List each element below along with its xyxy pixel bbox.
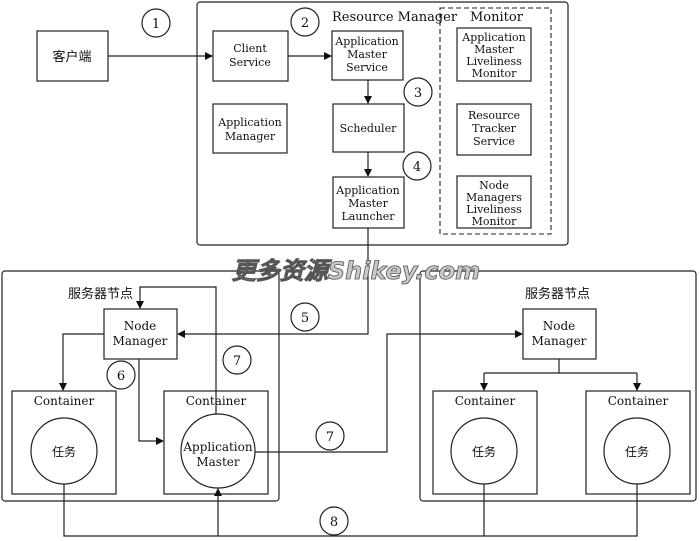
- nm-liveliness-label-3: Liveliness: [466, 203, 522, 216]
- application-manager-box: [212, 103, 288, 154]
- right-task-a-label: 任务: [472, 444, 496, 459]
- arrow-app-master-to-right-node-manager: [255, 330, 523, 453]
- am-launcher-label-3: Launcher: [341, 210, 395, 223]
- right-node-manager-label-1: Node: [543, 319, 576, 333]
- left-container-a-label: Container: [34, 394, 95, 408]
- left-node-manager-label-2: Manager: [113, 334, 168, 348]
- nm-liveliness-label-1: Node: [479, 179, 509, 192]
- am-service-label-3: Service: [346, 61, 388, 74]
- am-service-label-2: Master: [347, 48, 387, 61]
- nm-liveliness-monitor-box: [456, 175, 532, 229]
- arrow-node-manager-to-container-a: [59, 333, 104, 391]
- application-master-label-2: Master: [196, 455, 240, 469]
- step-2-marker: 2: [290, 7, 320, 37]
- resource-tracker-label-3: Service: [473, 135, 515, 148]
- client-service-box: [212, 30, 289, 82]
- step-3-label: 3: [414, 86, 422, 101]
- scheduler-box: [332, 103, 405, 153]
- scheduler-label: Scheduler: [340, 122, 397, 135]
- resource-tracker-service-box: [456, 103, 532, 156]
- arrow-node-manager-to-container-b: [138, 359, 164, 445]
- step-7a-label: 7: [233, 354, 241, 369]
- right-server-node-title: 服务器节点: [525, 286, 590, 302]
- right-node-manager-box: [522, 308, 597, 360]
- am-launcher-box: [332, 176, 405, 229]
- nm-liveliness-label-2: Managers: [466, 191, 522, 204]
- am-service-label-1: Application: [334, 35, 398, 48]
- step-1-marker: 1: [141, 8, 171, 38]
- connector-tasks-bottom: [63, 484, 638, 537]
- resource-tracker-label-1: Resource: [468, 109, 520, 122]
- resource-tracker-label-2: Tracker: [472, 122, 516, 135]
- right-container-b-label: Container: [608, 394, 669, 408]
- am-liveliness-label-4: Monitor: [472, 67, 518, 80]
- am-liveliness-label-3: Liveliness: [466, 55, 522, 68]
- step-5-label: 5: [301, 311, 309, 326]
- step-7b-label: 7: [326, 430, 334, 445]
- step-4-label: 4: [413, 160, 421, 175]
- am-liveliness-monitor-box: [456, 27, 532, 82]
- client-service-label-1: Client: [233, 42, 267, 55]
- step-8-label: 8: [330, 515, 338, 530]
- application-master-label-1: Application: [182, 440, 252, 454]
- step-6-label: 6: [117, 369, 125, 384]
- client-label: 客户端: [52, 49, 91, 65]
- left-node-manager-box: [103, 308, 178, 360]
- client-service-label-2: Service: [229, 56, 271, 69]
- am-liveliness-label-1: Application: [461, 31, 525, 44]
- left-server-node-title: 服务器节点: [68, 286, 133, 302]
- am-launcher-label-2: Master: [348, 197, 388, 210]
- am-launcher-label-1: Application: [335, 184, 399, 197]
- arrow-app-master-to-node-manager: [136, 286, 217, 414]
- resource-manager-title: Resource Manager: [332, 10, 458, 25]
- right-container-a-label: Container: [455, 394, 516, 408]
- step-7b-marker: 7: [315, 421, 345, 451]
- left-task-label: 任务: [52, 444, 76, 459]
- monitor-title: Monitor: [470, 10, 524, 25]
- step-7a-marker: 7: [222, 345, 252, 375]
- step-1-label: 1: [152, 17, 160, 32]
- arrow-launcher-to-left-node-manager: [177, 228, 369, 338]
- step-3-marker: 3: [403, 77, 433, 107]
- application-manager-label-2: Manager: [225, 130, 276, 143]
- application-manager-label-1: Application: [217, 116, 281, 129]
- watermark-text: 更多资源Shikey.com: [232, 257, 480, 285]
- left-node-manager-label-1: Node: [124, 319, 157, 333]
- right-task-b-label: 任务: [625, 444, 649, 459]
- step-2-label: 2: [301, 16, 309, 31]
- step-6-marker: 6: [106, 360, 136, 390]
- step-8-marker: 8: [319, 506, 349, 536]
- nm-liveliness-label-4: Monitor: [472, 215, 518, 228]
- step-5-marker: 5: [290, 302, 320, 332]
- monitor-panel: [439, 7, 552, 235]
- step-4-marker: 4: [402, 151, 432, 181]
- right-node-manager-label-2: Manager: [532, 334, 587, 348]
- am-liveliness-label-2: Master: [474, 43, 514, 56]
